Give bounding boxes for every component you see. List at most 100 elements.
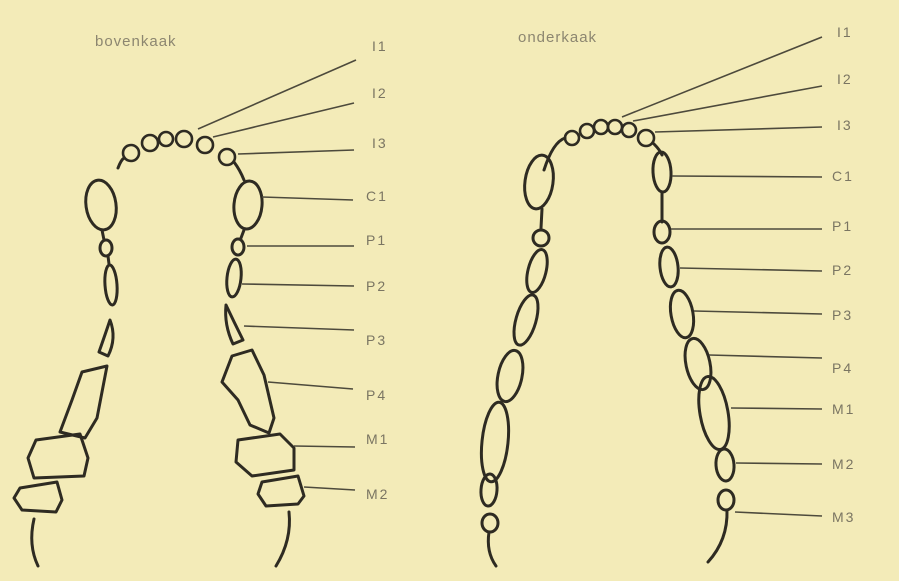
- lower-label-m3: M3: [832, 509, 855, 525]
- lower-tooth-c1-right: [652, 152, 672, 193]
- lower-jaw-title: onderkaak: [518, 29, 597, 46]
- lower-leader-c1: [672, 176, 822, 177]
- lower-tooth-c1-left: [521, 153, 556, 210]
- upper-label-p3: P3: [366, 332, 387, 348]
- upper-tooth-p1-left: [100, 240, 112, 256]
- upper-right-tail: [276, 512, 289, 566]
- upper-tooth-i2-right: [197, 137, 213, 153]
- lower-tooth-i2-right: [622, 123, 636, 137]
- lower-label-m2: M2: [832, 456, 855, 472]
- lower-right-cheek-teeth: [654, 192, 735, 562]
- lower-tooth-p2-left: [523, 247, 551, 294]
- lower-incisors: [565, 120, 654, 146]
- lower-tooth-m3-left: [482, 514, 498, 532]
- upper-tooth-i1-right: [176, 131, 192, 147]
- lower-tooth-p1-left: [533, 230, 549, 246]
- lower-labels: I1 I2 I3 C1 P1 P2 P3 P4 M1 M2 M3: [832, 24, 855, 525]
- lower-tooth-m2-right: [715, 448, 735, 481]
- lower-tooth-m1-left: [478, 401, 512, 483]
- upper-tooth-m2-right: [258, 476, 304, 506]
- upper-left-cheek-teeth: [14, 230, 118, 566]
- upper-label-c1: C1: [366, 188, 388, 204]
- lower-leader-m1: [731, 408, 822, 409]
- lower-tooth-i1-left: [594, 120, 608, 134]
- lower-left-cheek-teeth: [478, 209, 551, 566]
- upper-tooth-m1-right: [236, 434, 294, 476]
- upper-right-gap-1: [241, 230, 244, 238]
- upper-tooth-c1-left: [83, 178, 120, 232]
- lower-leader-p2: [680, 268, 822, 271]
- lower-tooth-i3-left: [565, 131, 579, 145]
- lower-left-tail: [488, 532, 496, 566]
- upper-labels: I1 I2 I3 C1 P1 P2 P3 P4 M1 M2: [366, 38, 389, 502]
- upper-left-gap-2: [108, 256, 109, 264]
- upper-label-p2: P2: [366, 278, 387, 294]
- upper-leader-lines: [198, 60, 356, 490]
- upper-leader-i2: [213, 103, 354, 137]
- lower-leader-m2: [736, 463, 822, 464]
- lower-label-p3: P3: [832, 307, 853, 323]
- lower-label-p2: P2: [832, 262, 853, 278]
- lower-leader-lines: [622, 37, 822, 516]
- upper-tooth-p3-left: [99, 320, 113, 356]
- lower-right-tail: [708, 510, 727, 562]
- upper-tooth-p4-left: [60, 366, 107, 438]
- upper-leader-i1: [198, 60, 356, 129]
- upper-label-m1: M1: [366, 431, 389, 447]
- upper-label-p4: P4: [366, 387, 387, 403]
- lower-leader-i2: [633, 86, 822, 121]
- upper-jaw-title: bovenkaak: [95, 33, 177, 50]
- upper-left-gap-1: [102, 230, 104, 240]
- lower-tooth-p1-right: [654, 221, 670, 243]
- lower-leader-i3: [655, 127, 822, 132]
- lower-label-c1: C1: [832, 168, 854, 184]
- lower-tooth-p4-left: [493, 348, 527, 404]
- lower-leader-m3: [735, 512, 822, 516]
- upper-arch-right: [234, 162, 244, 180]
- lower-arch-left: [544, 138, 565, 170]
- upper-label-m2: M2: [366, 486, 389, 502]
- lower-label-i1: I1: [837, 24, 853, 40]
- lower-label-i3: I3: [837, 117, 853, 133]
- lower-left-gap-1: [541, 209, 542, 228]
- upper-tooth-m1-left: [28, 434, 88, 478]
- lower-label-i2: I2: [837, 71, 853, 87]
- lower-jaw: onderkaak: [478, 24, 856, 566]
- upper-tooth-p3-right: [226, 305, 243, 344]
- upper-tooth-p1-right: [232, 239, 244, 255]
- upper-tooth-i1-left: [159, 132, 173, 146]
- lower-leader-p3: [694, 311, 822, 314]
- lower-tooth-i3-right: [638, 130, 654, 146]
- upper-tooth-i3-left: [123, 145, 139, 161]
- lower-tooth-p3-right: [667, 288, 697, 339]
- upper-leader-m1: [294, 446, 355, 447]
- lower-tooth-m3-right: [718, 490, 734, 510]
- upper-label-i3: I3: [372, 135, 388, 151]
- upper-label-i1: I1: [372, 38, 388, 54]
- upper-leader-p2: [242, 284, 354, 286]
- upper-tooth-i3-right: [219, 149, 235, 165]
- upper-leader-c1: [262, 197, 353, 200]
- lower-tooth-i1-right: [608, 120, 622, 134]
- upper-label-p1: P1: [366, 232, 387, 248]
- upper-tooth-c1-right: [232, 180, 264, 230]
- upper-leader-m2: [304, 487, 355, 490]
- upper-leader-p4: [268, 382, 353, 389]
- upper-right-cheek-teeth: [222, 230, 304, 566]
- lower-label-p4: P4: [832, 360, 853, 376]
- upper-left-tail: [32, 519, 38, 566]
- lower-tooth-p3-left: [509, 292, 543, 347]
- upper-jaw: bovenkaak: [14, 33, 389, 566]
- lower-tooth-p2-right: [658, 246, 680, 288]
- upper-tooth-p2-left: [104, 265, 119, 306]
- upper-leader-p3: [244, 326, 354, 330]
- lower-label-p1: P1: [832, 218, 853, 234]
- upper-tooth-m2-left: [14, 482, 62, 512]
- lower-label-m1: M1: [832, 401, 855, 417]
- upper-label-i2: I2: [372, 85, 388, 101]
- upper-leader-i3: [238, 150, 354, 154]
- lower-leader-p4: [709, 355, 822, 358]
- lower-tooth-m2-left: [480, 473, 498, 506]
